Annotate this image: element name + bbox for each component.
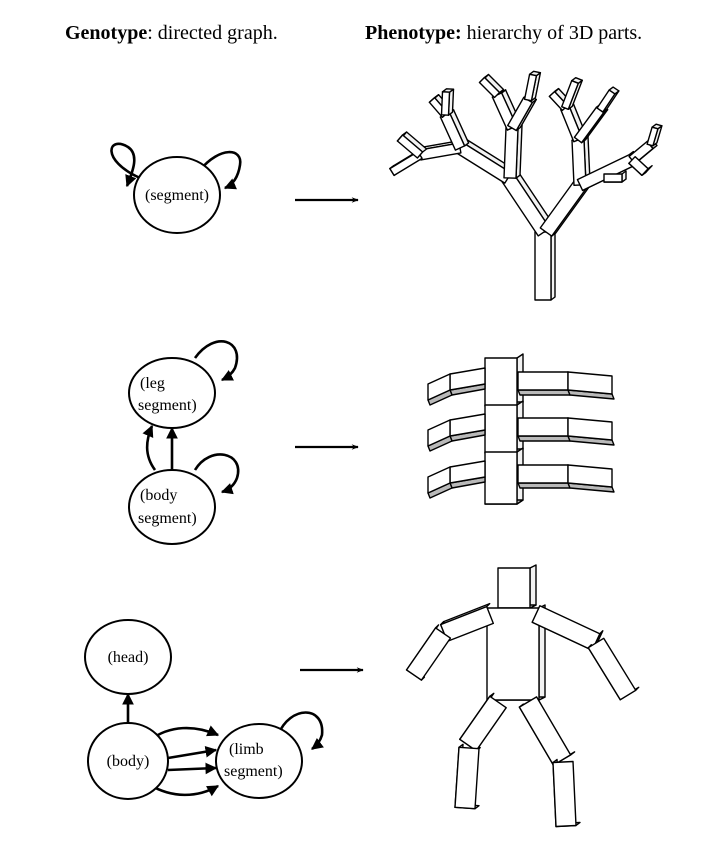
centipede-right-leg-1-outer [567, 371, 615, 400]
node-leg-segment [128, 357, 216, 429]
leg-self-loop [193, 340, 239, 382]
node-head [84, 619, 172, 695]
segment-self-loop-right [199, 150, 242, 190]
centipede-body-segment-3 [484, 447, 524, 505]
body-to-limb-edge-4 [149, 783, 220, 797]
tree-branch-26 [603, 170, 627, 183]
humanoid-right-upper-arm [531, 605, 604, 651]
node-limb-segment [215, 723, 303, 799]
humanoid-right-thigh [518, 696, 576, 766]
centipede-right-leg-3-outer [567, 464, 615, 493]
node-segment [133, 156, 221, 234]
tree-branch-22 [596, 86, 620, 113]
centipede-right-leg-2-outer [567, 417, 615, 446]
body-to-leg-edge-1 [142, 424, 157, 471]
node-limb-segment-label-2: segment) [224, 763, 283, 780]
tree-branch-6 [571, 136, 591, 186]
node-body-label: (body) [107, 753, 150, 770]
tree-branch-5 [503, 124, 523, 179]
tree-branch-21 [561, 77, 583, 110]
centipede-right-leg-2-inner [517, 417, 571, 442]
humanoid-left-shin [454, 743, 480, 810]
node-body-segment-label-1: (body [140, 487, 177, 504]
centipede-left-leg-1-inner [449, 367, 486, 396]
tree-branch-25 [646, 123, 663, 147]
phenotype-humanoid [405, 564, 640, 828]
humanoid-head [497, 564, 537, 609]
limb-self-loop [276, 711, 324, 751]
genotype-graph-segment: (segment) [110, 142, 242, 234]
node-body [87, 722, 169, 800]
tree-branch-16 [478, 73, 505, 99]
humanoid-left-forearm [405, 624, 452, 681]
node-body-segment-label-2: segment) [138, 510, 197, 527]
tree-branch-1 [534, 228, 556, 301]
node-head-label: (head) [108, 649, 149, 666]
phenotype-centipede [427, 353, 615, 505]
genotype-graph-head-body-limb: (head) (body) (limb segment) [84, 619, 324, 800]
tree-branch-24 [628, 156, 653, 176]
humanoid-left-upper-arm [440, 602, 494, 643]
centipede-left-leg-2-outer [427, 419, 453, 452]
humanoid-left-thigh [459, 692, 507, 752]
centipede-left-leg-2-inner [449, 413, 486, 442]
humanoid-right-shin [552, 758, 581, 828]
centipede-right-leg-3-inner [517, 464, 571, 489]
node-limb-segment-label-1: (limb [229, 741, 264, 758]
centipede-left-leg-3-inner [449, 460, 486, 489]
tree-branch-11 [396, 131, 428, 159]
centipede-left-leg-1-outer [427, 373, 453, 406]
node-segment-label: (segment) [145, 187, 209, 204]
segment-self-loop-left [110, 142, 141, 188]
node-leg-segment-label-1: (leg [140, 375, 165, 392]
genotype-graph-body-leg: (leg segment) (body segment) [128, 340, 240, 545]
body-to-limb-edge-2 [167, 745, 218, 760]
node-body-segment [128, 469, 216, 545]
body-self-loop [193, 453, 240, 495]
phenotype-tree [389, 70, 663, 301]
humanoid-right-forearm [587, 637, 640, 701]
genotype-heading: Genotype: directed graph. [65, 22, 278, 44]
phenotype-heading: Phenotype: hierarchy of 3D parts. [365, 22, 642, 44]
tree-branch-17 [523, 70, 542, 102]
centipede-right-leg-1-inner [517, 371, 571, 396]
body-to-limb-edge-3 [167, 762, 218, 775]
tree-branch-13 [440, 88, 455, 116]
node-leg-segment-label-2: segment) [138, 397, 197, 414]
centipede-left-leg-3-outer [427, 466, 453, 499]
